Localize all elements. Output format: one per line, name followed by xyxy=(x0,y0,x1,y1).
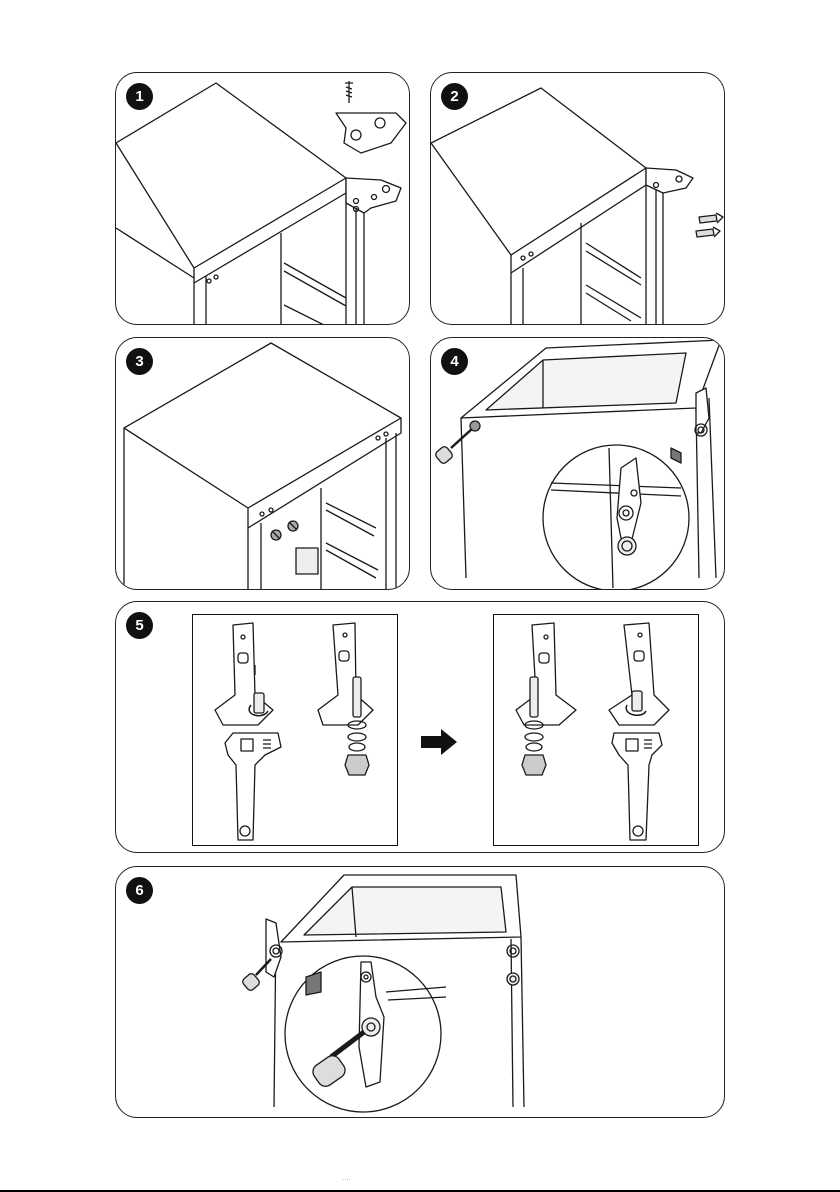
step-6-illustration xyxy=(116,867,725,1118)
step-6-badge: 6 xyxy=(126,877,153,904)
step-1-panel: 1 xyxy=(115,72,410,325)
step-2-panel: 2 xyxy=(430,72,725,325)
step-3-illustration xyxy=(116,338,410,590)
step-3-panel: 3 xyxy=(115,337,410,590)
step-5-before-frame xyxy=(192,614,398,846)
step-4-panel: 4 xyxy=(430,337,725,590)
step-1-badge: 1 xyxy=(126,83,153,110)
hinge-adjust-before-illustration xyxy=(193,615,399,847)
step-3-badge: 3 xyxy=(126,348,153,375)
step-5-after-frame xyxy=(493,614,699,846)
step-5-badge: 5 xyxy=(126,612,153,639)
step-1-illustration xyxy=(116,73,410,325)
arrow-right-icon xyxy=(419,727,459,757)
step-2-badge: 2 xyxy=(441,83,468,110)
step-5-panel: 5 xyxy=(115,601,725,853)
hinge-adjust-after-illustration xyxy=(494,615,700,847)
page-mark: ···· xyxy=(342,1176,351,1184)
step-4-illustration xyxy=(431,338,725,590)
step-6-panel: 6 xyxy=(115,866,725,1118)
step-2-illustration xyxy=(431,73,725,325)
step-4-badge: 4 xyxy=(441,348,468,375)
